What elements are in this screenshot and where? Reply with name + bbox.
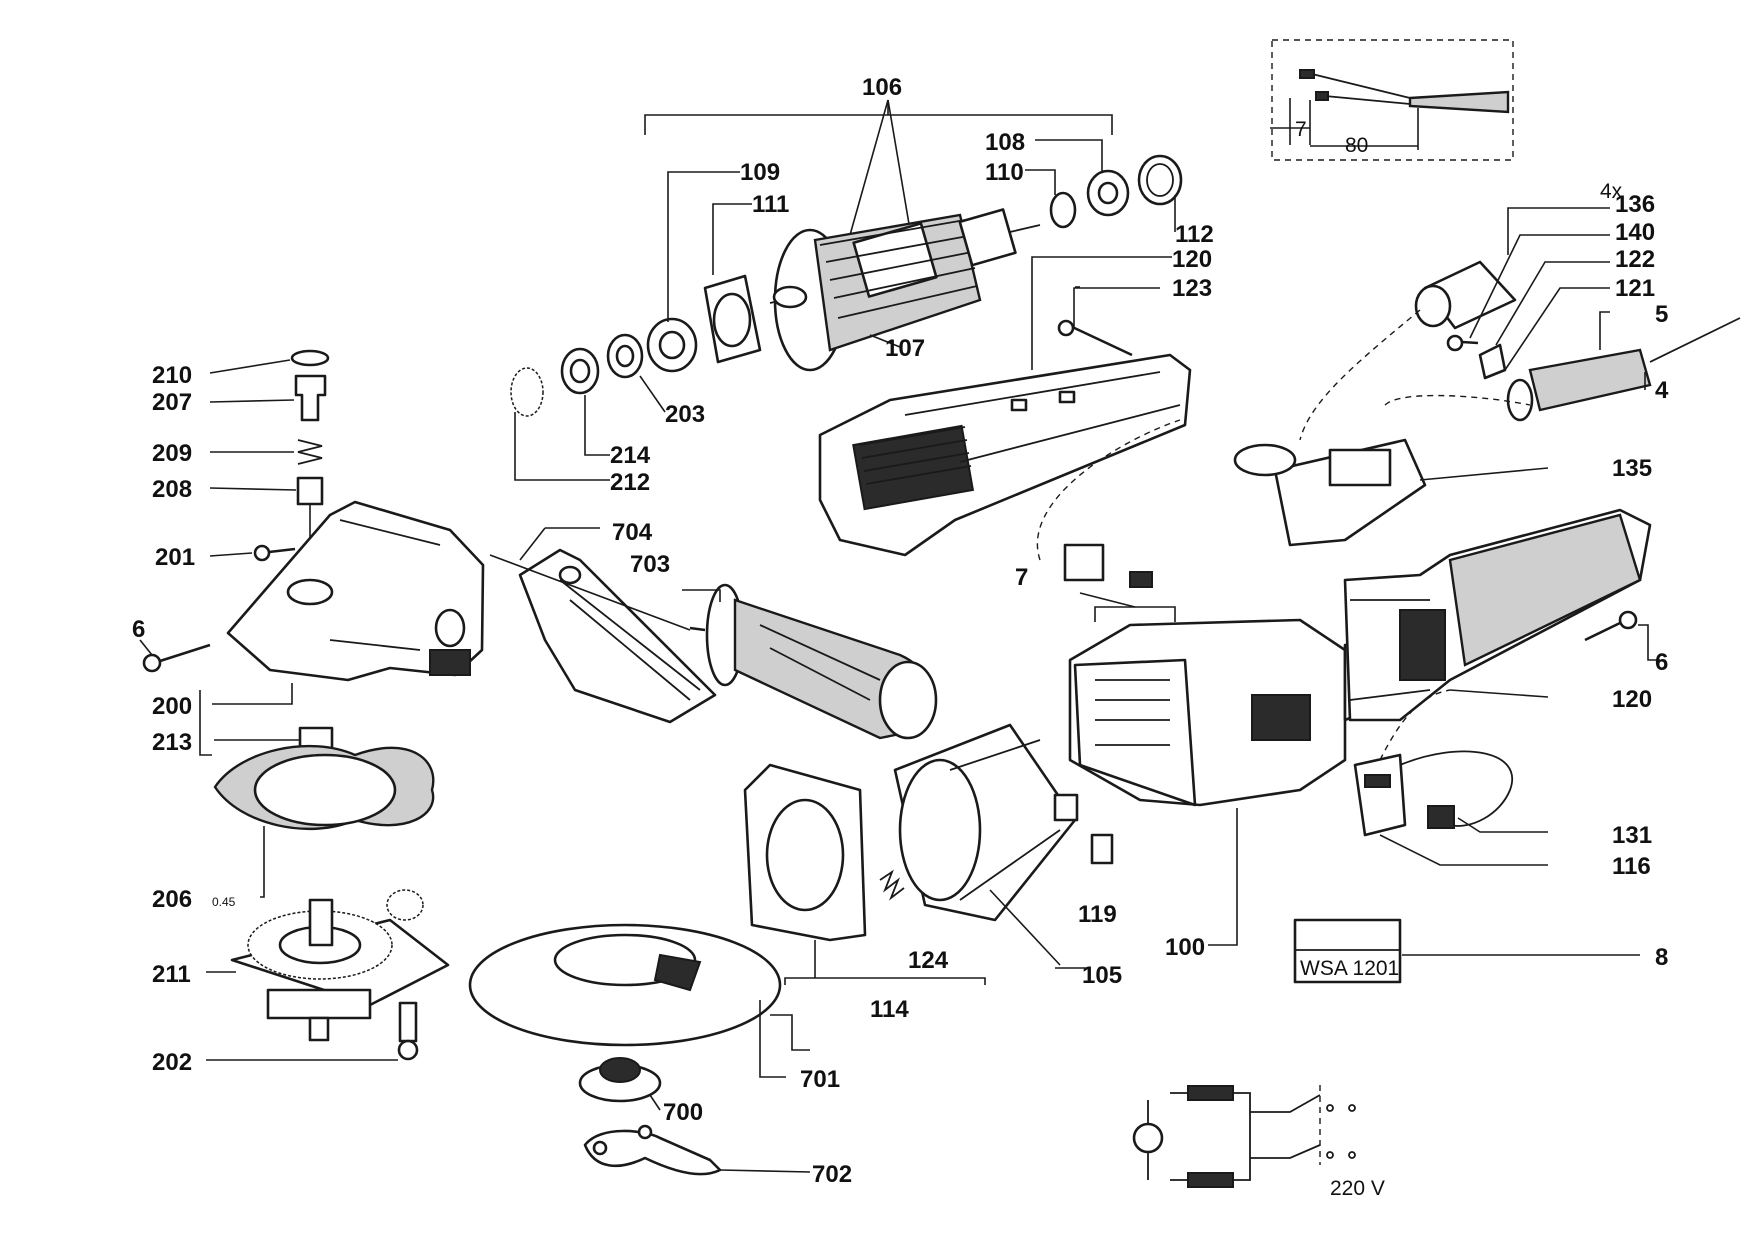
- wiring-schematic: 220 V: [1132, 1085, 1385, 1200]
- brush-holder-7: [1036, 419, 1181, 588]
- callout-116: 116: [1612, 853, 1651, 880]
- callout-210: 210: [152, 362, 192, 389]
- callout-136: 136: [1615, 191, 1655, 218]
- callout-120-bottom: 120: [1612, 686, 1652, 713]
- callout-135: 135: [1612, 455, 1652, 482]
- nameplate-model: WSA 1201: [1300, 957, 1399, 980]
- callout-100: 100: [1165, 934, 1205, 961]
- callout-211: 211: [152, 961, 191, 988]
- armature-107: [769, 208, 1041, 372]
- pinion-212: [510, 367, 544, 417]
- gasket-thickness-note: 0.45: [212, 895, 236, 909]
- capacitor-136: [1299, 207, 1610, 441]
- guard-bracket-704: [518, 527, 717, 724]
- side-handle-703: [489, 554, 938, 740]
- wheel-guard-701: [468, 923, 810, 1078]
- brush-119: [1090, 833, 1114, 865]
- callout-202: 202: [152, 1049, 192, 1076]
- gear-plate-211: [230, 889, 450, 1042]
- fan-cover-114: [743, 763, 986, 985]
- callout-105: 105: [1082, 962, 1122, 989]
- gear-housing-200: [226, 500, 485, 682]
- callout-702: 702: [812, 1161, 852, 1188]
- callout-106: 106: [862, 74, 902, 101]
- brush-131: [1427, 805, 1548, 833]
- callout-200: 200: [152, 693, 192, 720]
- callout-120-top: 120: [1172, 246, 1212, 273]
- cable-sleeve-5: [1506, 311, 1741, 422]
- callout-112: 112: [1175, 221, 1214, 248]
- callout-110: 110: [985, 159, 1024, 186]
- rear-housing-120: [818, 256, 1192, 557]
- inset-dim-small: 7: [1295, 118, 1307, 141]
- callout-701: 701: [800, 1066, 840, 1093]
- callout-203: 203: [665, 401, 705, 428]
- spring-124: [879, 869, 905, 901]
- sleeve-112: [1137, 154, 1183, 206]
- callout-6-left: 6: [132, 616, 145, 643]
- screw-6-left: [142, 653, 162, 673]
- callout-131: 131: [1612, 822, 1652, 849]
- inset-dim-large: 80: [1345, 134, 1368, 157]
- callout-208: 208: [152, 476, 192, 503]
- flange-700: [578, 1057, 662, 1111]
- callout-140: 140: [1615, 219, 1655, 246]
- spring-209: [297, 439, 323, 465]
- spanner-702: [583, 1124, 811, 1176]
- gear-head: [139, 349, 485, 1061]
- callout-704: 704: [612, 519, 653, 546]
- callout-703: 703: [630, 551, 670, 578]
- callout-213: 213: [152, 729, 192, 756]
- cable-clamp-121: [1446, 334, 1507, 380]
- screw-201: [253, 544, 271, 562]
- callout-108: 108: [985, 129, 1025, 156]
- callout-5: 5: [1655, 301, 1668, 328]
- callout-107: 107: [885, 335, 925, 362]
- brush-holder-116: [1353, 750, 1548, 866]
- bushing-208: [296, 476, 324, 506]
- cable-strip-inset: 7 80: [1270, 39, 1514, 161]
- callout-201: 201: [155, 544, 195, 571]
- voltage-label: 220 V: [1330, 1177, 1385, 1200]
- screw-202: [398, 1001, 418, 1043]
- callout-119: 119: [1078, 901, 1117, 928]
- callout-8: 8: [1655, 944, 1668, 971]
- bearing-plate-111: [703, 274, 762, 364]
- callout-labels: 106 108 110 109 111 112 120 123 107 203 …: [132, 74, 1669, 1188]
- callout-111: 111: [752, 191, 789, 218]
- nameplate-8: WSA 1201: [1293, 918, 1640, 984]
- armature-group: [510, 99, 1183, 481]
- button-207: [294, 374, 327, 422]
- callout-114: 114: [870, 996, 909, 1023]
- rear-handle-120: [1343, 508, 1652, 722]
- screw-6-right: [1618, 610, 1638, 630]
- callout-4: 4: [1655, 377, 1669, 404]
- callout-7: 7: [1015, 564, 1028, 591]
- callout-124: 124: [908, 947, 949, 974]
- callout-209: 209: [152, 440, 192, 467]
- screw-123: [1067, 323, 1133, 357]
- field-105: [893, 723, 1079, 922]
- switch-135: [1233, 438, 1549, 547]
- callout-212: 212: [610, 469, 650, 496]
- oring-210: [290, 349, 330, 367]
- callout-6-right: 6: [1655, 649, 1668, 676]
- callout-122: 122: [1615, 246, 1655, 273]
- quantity-note: 4x: [1600, 180, 1623, 203]
- callout-207: 207: [152, 389, 192, 416]
- callout-214: 214: [610, 442, 651, 469]
- callout-206: 206: [152, 886, 192, 913]
- callout-700: 700: [663, 1099, 703, 1126]
- callout-121: 121: [1615, 275, 1655, 302]
- washer-110: [1049, 191, 1077, 229]
- callout-109: 109: [740, 159, 780, 186]
- callout-123: 123: [1172, 275, 1212, 302]
